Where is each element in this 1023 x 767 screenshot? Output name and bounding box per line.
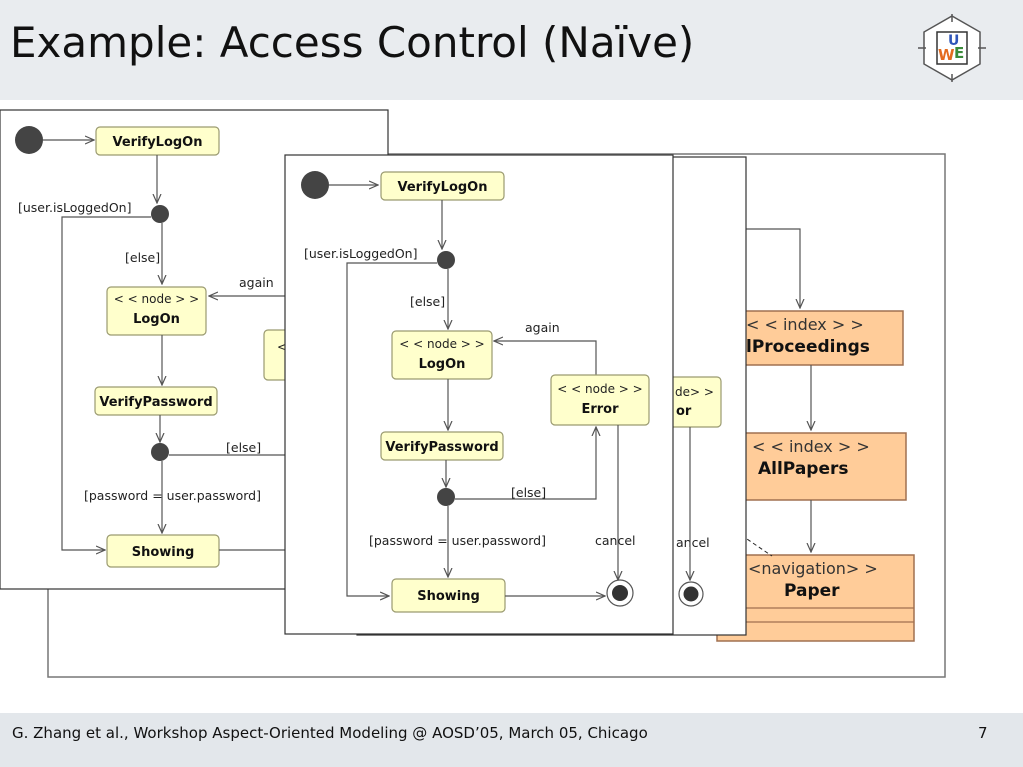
state-verifypassword-label: VerifyPassword [99, 395, 212, 410]
index-allpapers-stereotype: < < index > > [752, 437, 870, 456]
decision-node-logged-on [151, 205, 169, 223]
front-state-logon [391, 330, 493, 380]
front-state-machine: VerifyLogOn [user.isLoggedOn] [else] < <… [284, 154, 674, 635]
slide-footer [0, 713, 1023, 767]
footer-citation: G. Zhang et al., Workshop Aspect-Oriente… [12, 724, 648, 742]
front-state-verifypassword [380, 431, 504, 461]
guard-else-1: [else] [125, 250, 160, 265]
front-state-logon-label: LogOn [419, 357, 466, 372]
middle-partial-cancel: ancel [676, 535, 710, 550]
front-guard-else-2: [else] [511, 485, 546, 500]
front-guard-else-1: [else] [410, 294, 445, 309]
navigation-class-stereotype: <navigation> > [748, 559, 878, 578]
guard-else-2: [else] [226, 440, 261, 455]
index-proceedings-name: lProceedings [746, 337, 870, 357]
front-state-error-label: Error [581, 402, 619, 417]
state-verifylogon-label: VerifyLogOn [113, 135, 203, 150]
index-proceedings [737, 310, 904, 366]
front-state-showing-label: Showing [417, 589, 480, 604]
initial-state [15, 126, 43, 154]
front-state-verifylogon-label: VerifyLogOn [398, 180, 488, 195]
navigation-class-paper [716, 554, 915, 642]
uwe-logo: U W E [918, 14, 986, 82]
slide-header [0, 0, 1023, 100]
front-initial-state [301, 171, 329, 199]
front-label-cancel: cancel [595, 533, 636, 548]
state-showing-label: Showing [132, 545, 195, 560]
front-guard-logged-on: [user.isLoggedOn] [304, 246, 417, 261]
front-guard-password: [password = user.password] [369, 533, 546, 548]
logo-letter-e: E [954, 44, 964, 62]
state-verifypassword [94, 386, 218, 416]
front-state-error [550, 374, 650, 426]
logo-letter-w: W [938, 46, 955, 64]
navigation-class-name: Paper [784, 581, 840, 601]
guard-logged-on: [user.isLoggedOn] [18, 200, 131, 215]
label-again: again [239, 275, 274, 290]
front-decision-password [437, 488, 455, 506]
guard-password: [password = user.password] [84, 488, 261, 503]
navigation-model: < < index > > lProceedings < < index > >… [671, 228, 915, 642]
front-state-verifypassword-label: VerifyPassword [385, 440, 498, 455]
front-state-error-stereotype: < < node > > [557, 382, 642, 396]
state-logon-stereotype: < < node > > [114, 292, 199, 306]
logo-letter-u: U [948, 33, 959, 49]
front-label-again: again [525, 320, 560, 335]
state-showing [106, 534, 220, 568]
middle-partial-error-name: or [676, 404, 692, 419]
partial-error-stereotype: < [277, 340, 287, 354]
state-logon [106, 286, 207, 336]
middle-partial-error-stereotype: de> > [675, 385, 714, 399]
index-allpapers-name: AllPapers [758, 459, 849, 479]
state-logon-label: LogOn [133, 312, 180, 327]
decision-node-password [151, 443, 169, 461]
front-decision-logged-on [437, 251, 455, 269]
front-state-logon-stereotype: < < node > > [399, 337, 484, 351]
state-machine-diagram: < < index > > lProceedings < < index > >… [0, 109, 946, 678]
slide-title: Example: Access Control (Naïve) [10, 18, 695, 67]
index-proceedings-stereotype: < < index > > [746, 315, 864, 334]
page-number: 7 [978, 724, 988, 742]
